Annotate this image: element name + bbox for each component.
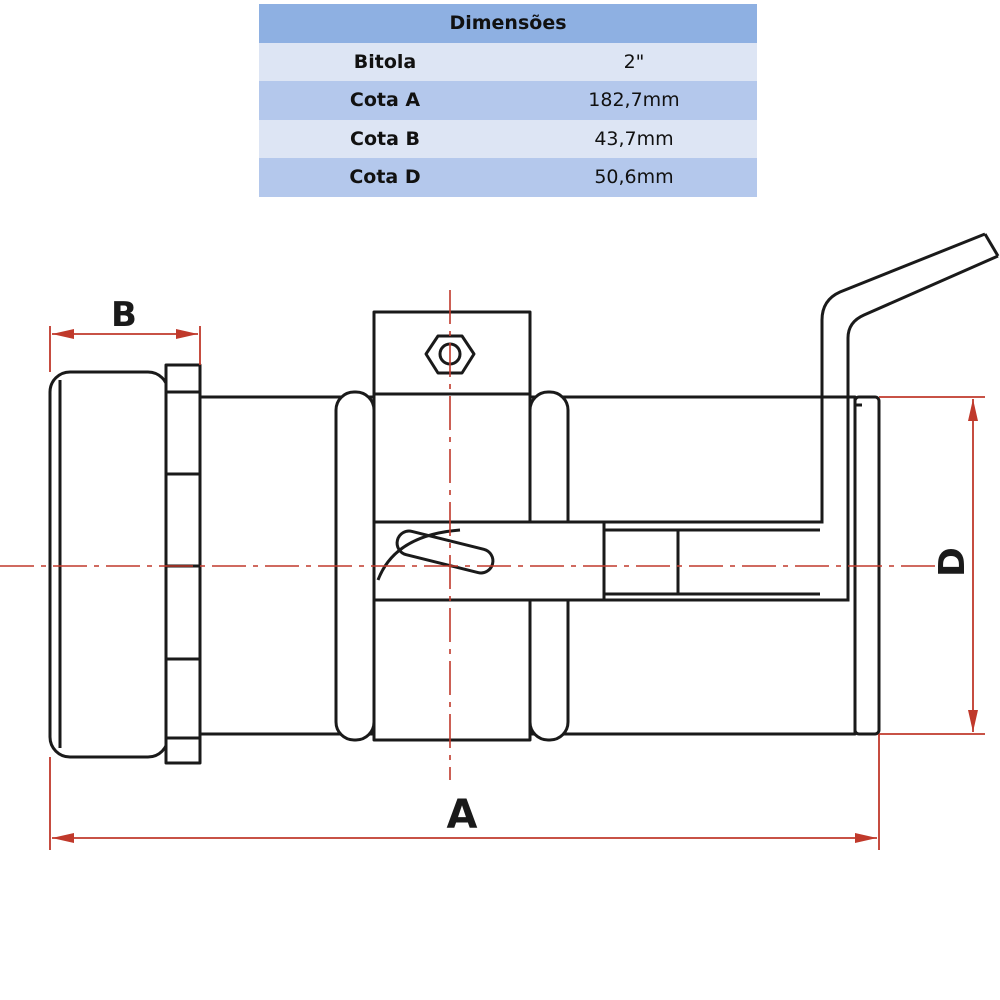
dim-a-label: A xyxy=(447,792,478,838)
lever-wire-tip xyxy=(983,233,1000,257)
arrowhead xyxy=(52,329,74,339)
lever-wire xyxy=(374,232,986,524)
table-header-row: Dimensões xyxy=(259,4,757,43)
row-label-cota-d: Cota D xyxy=(349,166,421,189)
dim-d-label: D xyxy=(932,547,973,577)
lock-sleeve xyxy=(602,528,680,596)
arrowhead xyxy=(176,329,198,339)
row-label-cota-b: Cota B xyxy=(350,127,420,150)
row-value-bitola: 2" xyxy=(623,50,645,73)
table-title: Dimensões xyxy=(449,12,567,35)
arrowhead xyxy=(968,399,978,421)
cap xyxy=(48,370,170,759)
table-row: Cota D 50,6mm xyxy=(259,158,757,197)
table-row: Cota B 43,7mm xyxy=(259,119,757,158)
arrowhead xyxy=(855,833,877,843)
row-value-cota-a: 182,7mm xyxy=(588,89,680,112)
table-row: Bitola 2" xyxy=(259,42,757,81)
hex-nut xyxy=(164,363,202,765)
latch xyxy=(395,529,495,575)
arrowhead xyxy=(968,710,978,732)
latch-hook xyxy=(376,528,461,581)
dim-b-label: B xyxy=(111,295,137,335)
row-value-cota-d: 50,6mm xyxy=(594,166,674,189)
dimensions-table: Dimensões Bitola 2" Cota A 182,7mm Cota … xyxy=(259,4,757,197)
row-value-cota-b: 43,7mm xyxy=(594,127,674,150)
row-label-cota-a: Cota A xyxy=(349,89,421,112)
lever-wire xyxy=(374,254,999,602)
row-label-bitola: Bitola xyxy=(353,50,417,73)
arrowhead xyxy=(52,833,74,843)
table-row: Cota A 182,7mm xyxy=(259,81,757,120)
